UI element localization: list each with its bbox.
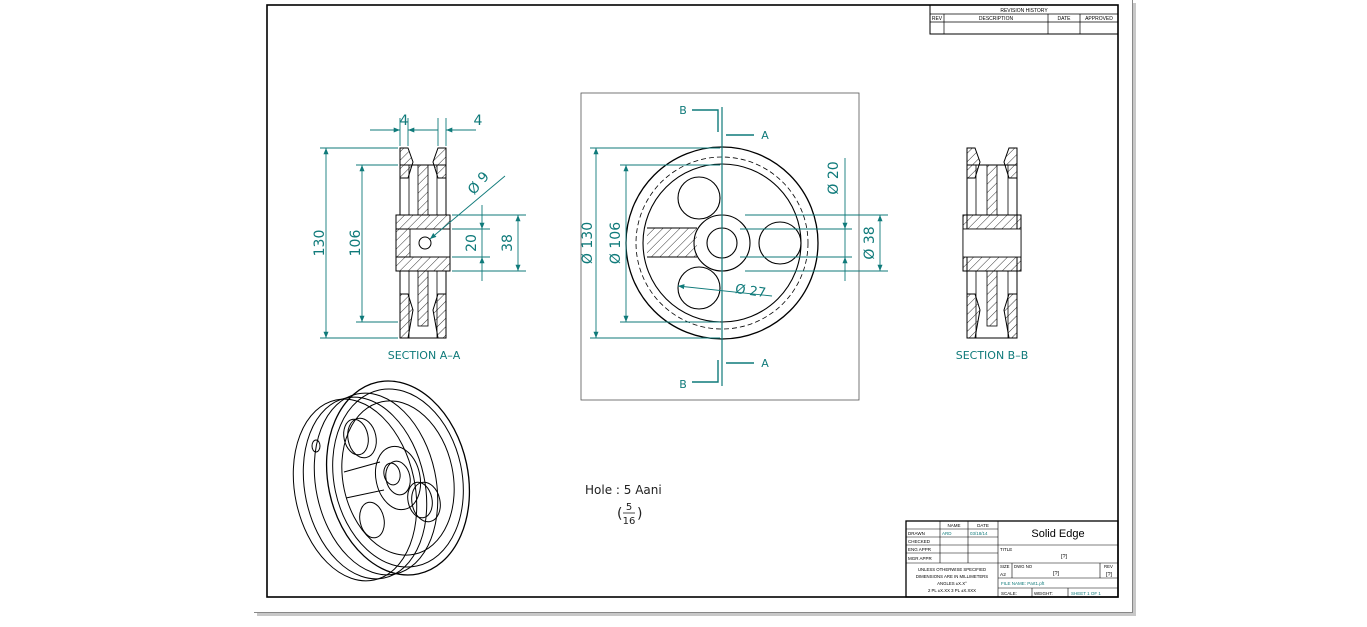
tb-title-value: [?] <box>1061 554 1068 560</box>
note-denominator: 16 <box>623 516 636 527</box>
hole-note-text: Hole : 5 Aani <box>585 483 662 497</box>
note-paren-left: ( <box>617 506 622 522</box>
dim-20-aa: 20 <box>464 234 480 252</box>
isometric-view <box>292 380 471 582</box>
tb-weight-label: WEIGHT: <box>1034 591 1053 596</box>
dim-hole-9: Ø 9 <box>465 169 493 198</box>
section-aa-view: 130 106 20 38 4 4 Ø 9 SECTION A–A <box>312 113 526 362</box>
note-numerator: 5 <box>626 502 632 513</box>
dim-d38-front: Ø 38 <box>862 226 878 259</box>
tb-note-2: DIMENSIONS ARE IN MILLIMETERS <box>916 574 988 579</box>
revision-title: REVISION HISTORY <box>1000 8 1048 14</box>
tb-head-date: DATE <box>977 523 989 528</box>
tb-size-label: SIZE <box>1000 564 1010 569</box>
revision-col-approved: APPROVED <box>1085 16 1113 22</box>
dim-106-aa: 106 <box>348 230 364 257</box>
section-marker-b-top: B <box>679 104 687 117</box>
tb-rev-value: [?] <box>1106 572 1113 578</box>
tb-row-checked: CHECKED <box>908 539 931 544</box>
section-marker-b-bottom: B <box>679 378 687 391</box>
section-marker-a-top: A <box>761 129 769 142</box>
tb-note-3: ANGLES ±X.X° <box>937 581 967 586</box>
tb-note-1: UNLESS OTHERWISE SPECIFIED <box>918 567 986 572</box>
tb-head-name: NAME <box>947 523 960 528</box>
dim-d130-front: Ø 130 <box>580 222 596 264</box>
front-view: B B A A Ø 130 Ø 106 Ø 20 Ø 38 Ø 27 <box>580 92 888 401</box>
hole-note: Hole : 5 Aani ( 5 16 ) <box>585 483 662 527</box>
tb-size-value: A2 <box>1000 572 1006 578</box>
section-aa-label: SECTION A–A <box>388 349 461 362</box>
dim-4-right: 4 <box>474 113 483 129</box>
dim-130-aa: 130 <box>312 230 328 257</box>
title-block: NAME DATE DRAWN ARD 03/18/14 CHECKED ENG… <box>905 520 1119 598</box>
tb-row-mgr-appr: MGR APPR <box>908 556 933 561</box>
revision-col-rev: REV <box>932 16 943 22</box>
tb-file-name: FILE NAME: Part1.pft <box>1001 581 1045 586</box>
tb-row-eng-appr: ENG APPR <box>908 547 932 552</box>
revision-table: REVISION HISTORY REV DESCRIPTION DATE AP… <box>929 4 1119 35</box>
tb-drawn-date: 03/18/14 <box>970 531 988 536</box>
tb-note-4: 2 PL ±X.XX 3 PL ±X.XXX <box>928 588 976 593</box>
sheet-border <box>266 4 1119 598</box>
revision-col-date: DATE <box>1058 16 1072 22</box>
dim-38-aa: 38 <box>500 234 516 252</box>
tb-sheet: SHEET 1 OF 1 <box>1071 591 1101 596</box>
section-marker-a-bottom: A <box>761 357 769 370</box>
tb-row-drawn: DRAWN <box>908 531 925 536</box>
revision-col-description: DESCRIPTION <box>979 16 1014 22</box>
tb-title-label: TITLE <box>1000 547 1012 552</box>
tb-rev-label: REV <box>1104 564 1113 569</box>
tb-drawn-name: ARD <box>942 531 952 536</box>
dim-d20-front: Ø 20 <box>826 161 842 194</box>
tb-dwg-value: [?] <box>1053 571 1060 577</box>
section-bb-view: SECTION B–B <box>956 147 1029 362</box>
dim-4-left: 4 <box>400 113 409 129</box>
note-paren-right: ) <box>637 506 642 522</box>
section-bb-label: SECTION B–B <box>956 349 1029 362</box>
dim-d106-front: Ø 106 <box>608 222 624 264</box>
dim-d27-front: Ø 27 <box>734 282 767 301</box>
tb-scale-label: SCALE: <box>1001 591 1017 596</box>
tb-company: Solid Edge <box>1031 528 1084 540</box>
tb-dwg-label: DWG NO <box>1014 564 1033 569</box>
